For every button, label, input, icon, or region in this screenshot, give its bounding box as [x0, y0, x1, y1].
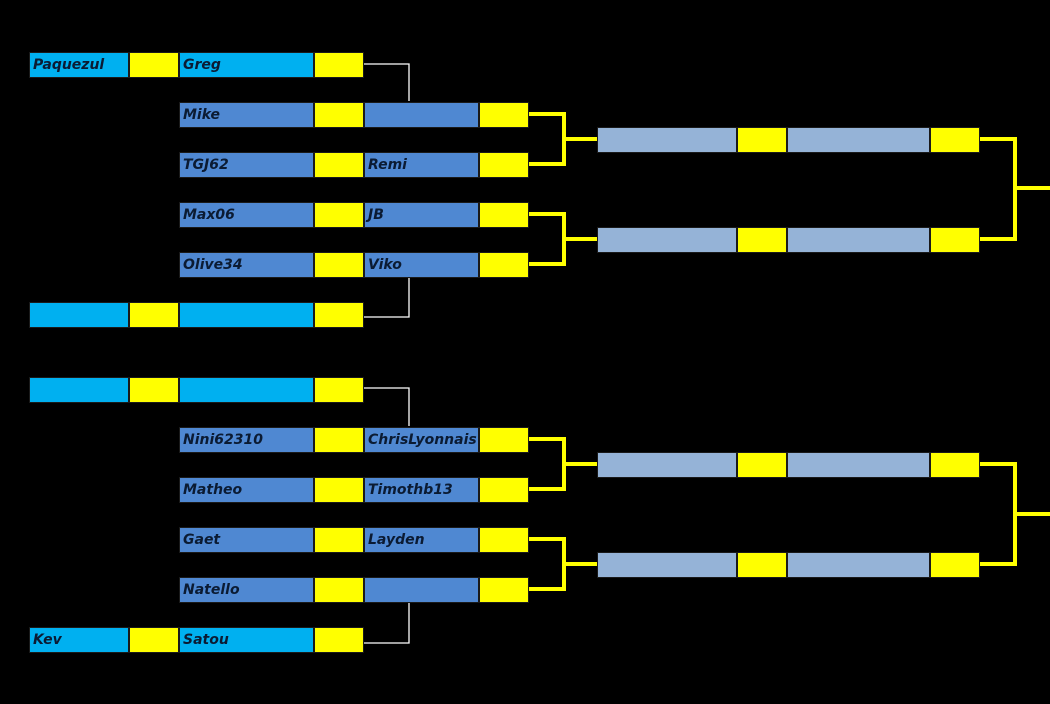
- score-cell[interactable]: [314, 302, 364, 328]
- player-name-cell[interactable]: Olive34: [179, 252, 314, 278]
- player-name-cell[interactable]: Viko: [364, 252, 479, 278]
- score-cell[interactable]: [314, 202, 364, 228]
- score-cell[interactable]: [314, 577, 364, 603]
- player-name-cell[interactable]: [179, 377, 314, 403]
- quarterfinal-name-cell[interactable]: [597, 227, 737, 253]
- score-cell[interactable]: [314, 427, 364, 453]
- player-name-cell[interactable]: JB: [364, 202, 479, 228]
- player-name-cell[interactable]: Paquezul: [29, 52, 129, 78]
- player-name-cell[interactable]: Natello: [179, 577, 314, 603]
- score-cell[interactable]: [479, 577, 529, 603]
- quarterfinal-name-cell[interactable]: [597, 552, 737, 578]
- score-cell[interactable]: [314, 627, 364, 653]
- score-cell[interactable]: [129, 377, 179, 403]
- player-name-cell[interactable]: Timothb13: [364, 477, 479, 503]
- score-cell[interactable]: [314, 102, 364, 128]
- score-cell[interactable]: [314, 527, 364, 553]
- quarterfinal-name-cell[interactable]: [787, 552, 930, 578]
- player-name-cell[interactable]: TGJ62: [179, 152, 314, 178]
- player-name-cell[interactable]: Mike: [179, 102, 314, 128]
- score-cell[interactable]: [479, 202, 529, 228]
- quarterfinal-name-cell[interactable]: [787, 452, 930, 478]
- quarterfinal-name-cell[interactable]: [597, 452, 737, 478]
- player-name-cell[interactable]: [364, 577, 479, 603]
- player-name-cell[interactable]: [29, 302, 129, 328]
- quarterfinal-score-cell[interactable]: [737, 452, 787, 478]
- score-cell[interactable]: [479, 527, 529, 553]
- player-name-cell[interactable]: Layden: [364, 527, 479, 553]
- quarterfinal-name-cell[interactable]: [787, 227, 930, 253]
- player-name-cell[interactable]: [364, 102, 479, 128]
- player-name-cell[interactable]: ChrisLyonnais: [364, 427, 479, 453]
- quarterfinal-score-cell[interactable]: [737, 127, 787, 153]
- score-cell[interactable]: [479, 252, 529, 278]
- quarterfinal-score-cell[interactable]: [930, 552, 980, 578]
- player-name-cell[interactable]: Gaet: [179, 527, 314, 553]
- score-cell[interactable]: [314, 152, 364, 178]
- player-name-cell[interactable]: Max06: [179, 202, 314, 228]
- score-cell[interactable]: [314, 52, 364, 78]
- quarterfinal-name-cell[interactable]: [597, 127, 737, 153]
- quarterfinal-score-cell[interactable]: [930, 127, 980, 153]
- score-cell[interactable]: [129, 627, 179, 653]
- score-cell[interactable]: [314, 252, 364, 278]
- score-cell[interactable]: [129, 52, 179, 78]
- score-cell[interactable]: [479, 102, 529, 128]
- player-name-cell[interactable]: Remi: [364, 152, 479, 178]
- player-name-cell[interactable]: Satou: [179, 627, 314, 653]
- quarterfinal-name-cell[interactable]: [787, 127, 930, 153]
- quarterfinal-score-cell[interactable]: [930, 227, 980, 253]
- player-name-cell[interactable]: Nini62310: [179, 427, 314, 453]
- player-name-cell[interactable]: Greg: [179, 52, 314, 78]
- quarterfinal-score-cell[interactable]: [737, 227, 787, 253]
- player-name-cell[interactable]: Kev: [29, 627, 129, 653]
- quarterfinal-score-cell[interactable]: [737, 552, 787, 578]
- score-cell[interactable]: [479, 427, 529, 453]
- player-name-cell[interactable]: [179, 302, 314, 328]
- player-name-cell[interactable]: Matheo: [179, 477, 314, 503]
- score-cell[interactable]: [129, 302, 179, 328]
- score-cell[interactable]: [479, 152, 529, 178]
- player-name-cell[interactable]: [29, 377, 129, 403]
- score-cell[interactable]: [479, 477, 529, 503]
- quarterfinal-score-cell[interactable]: [930, 452, 980, 478]
- score-cell[interactable]: [314, 477, 364, 503]
- score-cell[interactable]: [314, 377, 364, 403]
